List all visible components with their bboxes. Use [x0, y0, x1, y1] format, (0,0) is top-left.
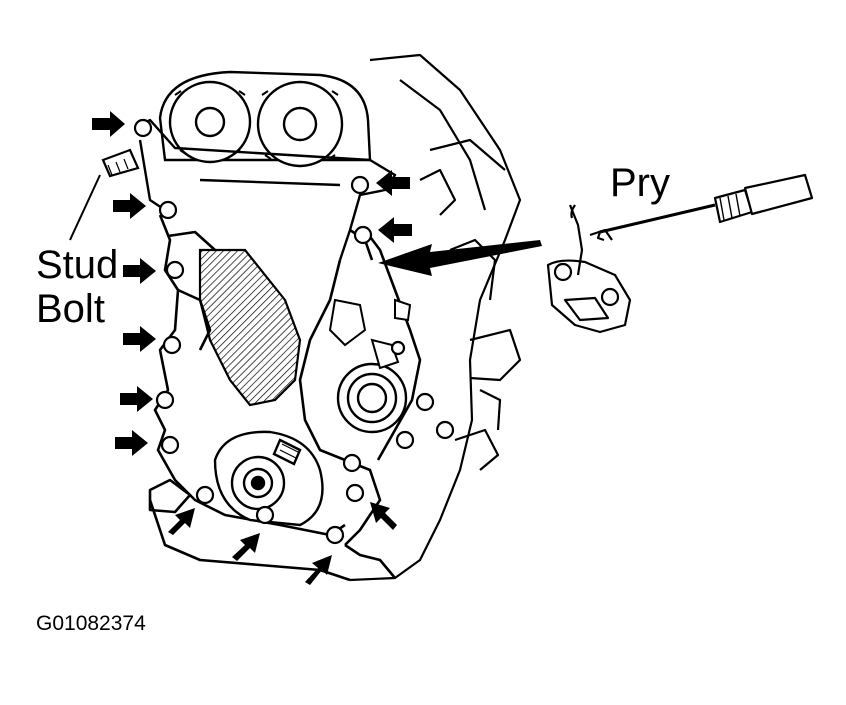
stud-bolt [101, 148, 140, 178]
bolt [255, 505, 275, 525]
bolt [415, 392, 435, 412]
bolt [325, 525, 345, 545]
bolt [435, 420, 455, 440]
pry-label: Pry [610, 161, 670, 205]
bolt [160, 435, 180, 455]
cover-openings [328, 298, 412, 370]
bolt-arrow [378, 217, 412, 243]
bolt [390, 340, 406, 356]
bolt-arrow [120, 386, 153, 412]
bolt-arrow [113, 193, 146, 219]
bolt-arrows [92, 111, 412, 585]
screwdriver [596, 173, 814, 242]
bolt-arrow [376, 170, 410, 196]
crank-pulley [213, 430, 324, 527]
cam-sprockets [158, 70, 372, 168]
bolt [165, 260, 185, 280]
bolt [158, 200, 178, 220]
bolt-arrow [92, 111, 125, 137]
bolt-arrow [305, 555, 332, 585]
pry-arrow [378, 240, 542, 276]
bolt-arrow [370, 502, 397, 530]
bolt [395, 430, 415, 450]
oil-seal-boss [336, 362, 408, 434]
engine-block [349, 53, 522, 582]
bolt [195, 485, 215, 505]
bolts [133, 118, 455, 545]
stud-bolt-leader [69, 174, 101, 241]
bolt-arrow [123, 326, 156, 352]
bolt [342, 453, 362, 473]
bolt [155, 390, 175, 410]
bolt-arrow [168, 508, 195, 535]
stud-label: Stud [36, 243, 118, 287]
bolt [162, 335, 182, 355]
bolt [345, 483, 365, 503]
bolt-arrow [115, 430, 148, 456]
figure-code: G01082374 [36, 612, 146, 635]
bolt-arrow [123, 258, 156, 284]
bolt [133, 118, 153, 138]
pry-inset [546, 204, 632, 334]
bolt-arrow [232, 533, 260, 561]
bolt [350, 175, 370, 195]
belt-guide [198, 248, 302, 407]
bolt-label: Bolt [36, 287, 105, 331]
bolt [353, 225, 373, 245]
